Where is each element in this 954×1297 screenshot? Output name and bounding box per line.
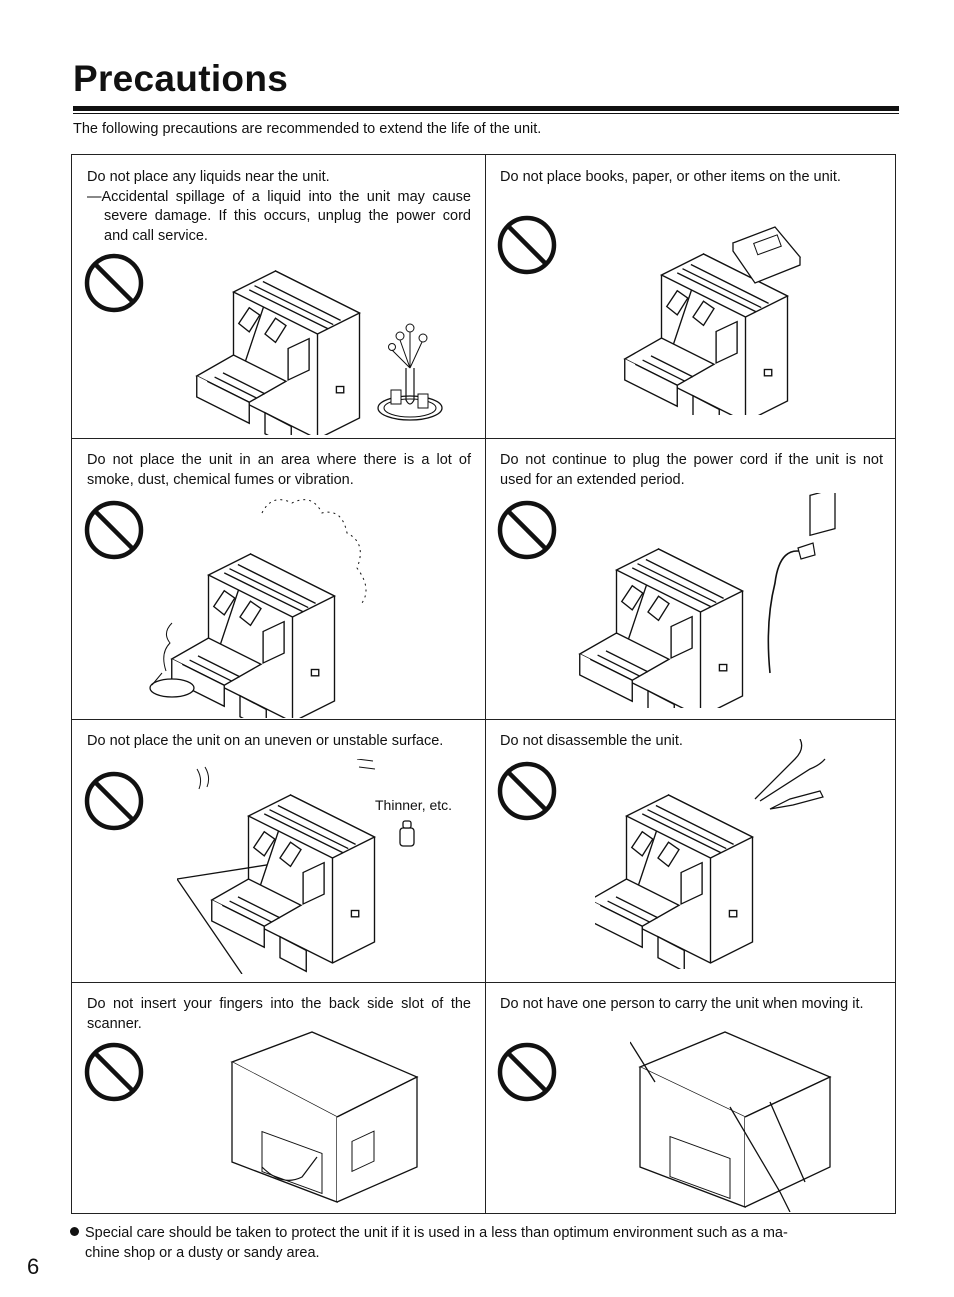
bullet-icon (70, 1227, 79, 1236)
precaution-text: Do not disassemble the unit. (500, 733, 683, 749)
grid-divider (485, 155, 486, 1213)
grid-divider (72, 719, 895, 720)
precaution-text: Do not insert your fingers into the back… (87, 996, 471, 1032)
precaution-power-cord: Do not continue to plug the power cord i… (485, 438, 897, 719)
precautions-grid: Do not place any liquids near the unit. … (71, 154, 896, 1214)
one-person-carrying-illustration (630, 1031, 832, 1212)
precaution-disassemble: Do not disassemble the unit. (485, 719, 897, 982)
prohibited-icon (497, 215, 561, 279)
precaution-liquids: Do not place any liquids near the unit. … (72, 155, 485, 438)
precaution-environment: Do not place the unit in an area where t… (72, 438, 485, 847)
scanner-with-power-cord-illustration (579, 493, 836, 708)
scanner-with-vase-illustration (196, 270, 443, 435)
thinner-can-icon (399, 820, 415, 847)
precaution-text: Do not continue to plug the power cord i… (500, 452, 883, 488)
scanner-with-books-illustration (624, 226, 802, 415)
note-text-line1: Special care should be taken to protect … (85, 1225, 788, 1241)
scanner-on-slope-illustration (177, 759, 376, 974)
scanner-back-illustration (230, 1031, 419, 1203)
scanner-with-smoke-illustration (149, 499, 367, 718)
page-title: Precautions (73, 58, 289, 99)
page-number: 6 (27, 1254, 40, 1279)
thinner-label: Thinner, etc. (375, 797, 453, 813)
title-rule-thin (73, 113, 899, 114)
precaution-books: Do not place books, paper, or other item… (485, 155, 897, 438)
title-rule (73, 106, 899, 111)
prohibited-icon (84, 1042, 148, 1106)
precaution-text: Do not have one person to carry the unit… (500, 996, 864, 1012)
special-care-note: Special care should be taken to protect … (70, 1224, 900, 1263)
prohibited-icon (497, 500, 561, 564)
precaution-fingers: Do not insert your fingers into the back… (72, 982, 485, 1215)
precaution-text: Do not place books, paper, or other item… (500, 169, 841, 185)
prohibited-icon (84, 253, 148, 317)
precaution-text: Do not place the unit in an area where t… (87, 452, 471, 488)
precaution-text: Do not place the unit on an uneven or un… (87, 733, 444, 749)
precaution-subtext: —Accidental spillage of a liquid into th… (87, 188, 471, 244)
precaution-text: Do not place any liquids near the unit. (87, 169, 330, 185)
prohibited-icon (497, 1042, 561, 1106)
precaution-uneven-surface: Do not place the unit on an uneven or un… (72, 719, 485, 982)
prohibited-icon (84, 771, 148, 835)
intro-text: The following precautions are recommende… (73, 121, 542, 137)
note-text-line2: chine shop or a dusty or sandy area. (85, 1244, 320, 1261)
scanner-with-tools-illustration (595, 739, 826, 969)
grid-divider (72, 982, 895, 983)
precaution-carry: Do not have one person to carry the unit… (485, 982, 897, 1215)
grid-divider (72, 438, 895, 439)
prohibited-icon (497, 761, 561, 825)
